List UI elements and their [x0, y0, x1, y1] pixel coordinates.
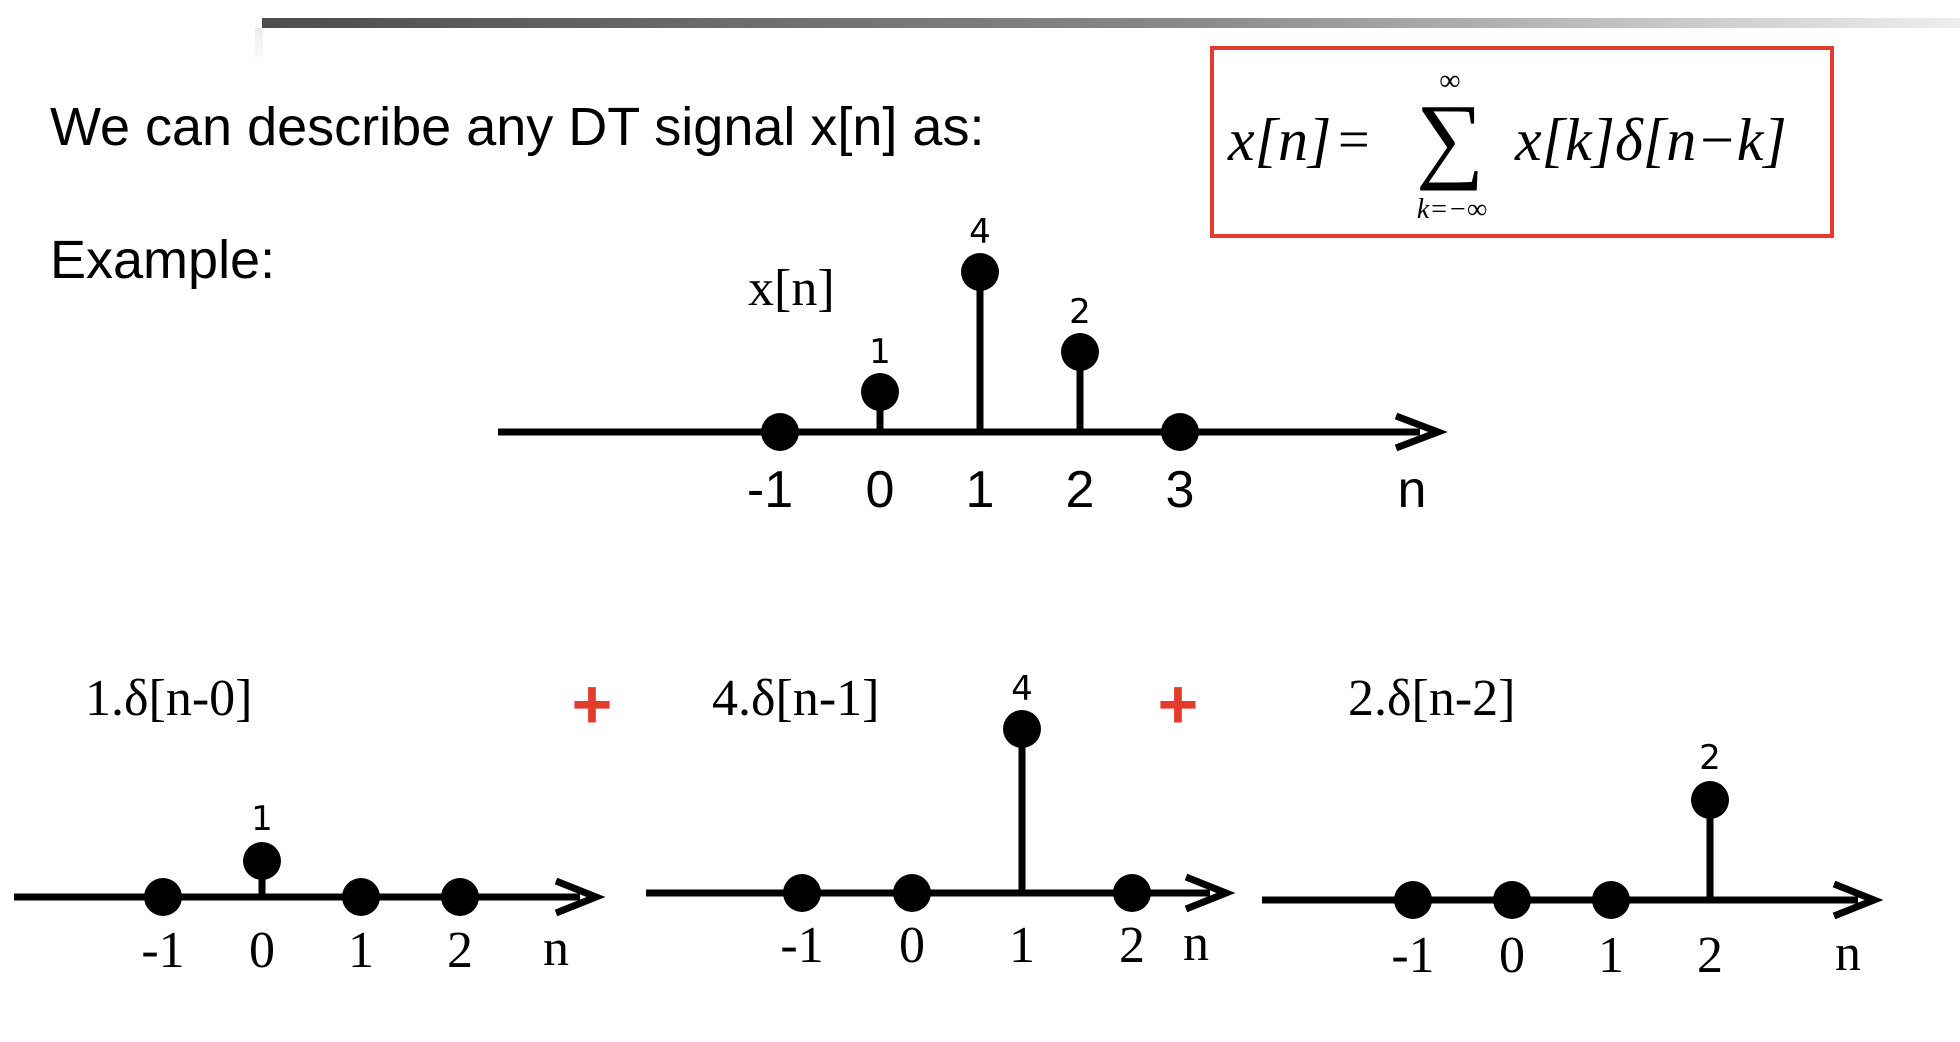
main-plot-point-3: [1061, 333, 1099, 371]
formula-summand: x[k]δ[n−k]: [1514, 107, 1787, 173]
sub-plot-1-point-3: [441, 878, 479, 916]
sub-plot-1-tick-label-0: -1: [141, 922, 184, 979]
sub-plot-1-title: 1.δ[n-0]: [85, 670, 252, 727]
sub-plot-3-axis-arrow: [1832, 880, 1884, 920]
sub-plot-3-point-1: [1493, 881, 1531, 919]
formula-sum-symbol: ∑: [1416, 84, 1484, 191]
main-plot-point-4: [1161, 413, 1199, 451]
main-plot-tick-label-4: 3: [1166, 461, 1195, 519]
sub-plot-3-tick-label-3: 2: [1697, 927, 1723, 984]
main-plot-tick-label-0: -1: [747, 461, 793, 519]
sub-plot-1-point-1: [243, 842, 281, 880]
formula-lower-limit: k=−∞: [1417, 194, 1487, 225]
sub-plot-3-tick-label-2: 1: [1598, 927, 1624, 984]
sub-plot-2-point-0: [783, 874, 821, 912]
main-plot-value-label-1: 1: [869, 332, 891, 372]
main-plot-point-1: [861, 373, 899, 411]
sub-plot-2-tick-label-1: 0: [899, 917, 925, 974]
sub-plot-2-axis-arrow: [1184, 873, 1236, 913]
main-plot-value-label-2: 4: [969, 212, 991, 252]
header-rule-shadow: [255, 28, 263, 68]
main-plot-tick-label-3: 2: [1066, 461, 1095, 519]
sub-plot-2-title: 4.δ[n-1]: [712, 670, 879, 727]
formula-lhs: x[n]: [1227, 107, 1331, 173]
intro-text: We can describe any DT signal x[n] as:: [50, 97, 984, 157]
sub-plot-2-point-2: [1003, 710, 1041, 748]
sub-plot-3-title: 2.δ[n-2]: [1348, 670, 1515, 727]
sub-plot-2-point-1: [893, 874, 931, 912]
main-plot-stems: 1 4 2: [761, 212, 1199, 451]
sub-plot-1-stems: 1: [144, 799, 479, 916]
sub-plot-1: 1.δ[n-0] n 1 -1 0 1 2: [14, 670, 606, 979]
plus-sign-1: +: [572, 665, 613, 743]
plus-sign-2: +: [1158, 665, 1199, 743]
main-plot-point-2: [961, 253, 999, 291]
sub-plot-1-value-label-1: 1: [251, 799, 273, 839]
sub-plot-3-stems: 2: [1394, 738, 1729, 919]
main-plot-ticks: -1 0 1 2 3: [747, 461, 1195, 519]
sub-plot-3: 2.δ[n-2] n 2 -1 0 1 2: [1262, 670, 1884, 984]
header-rule: [262, 18, 1960, 28]
sub-plot-1-ticks: -1 0 1 2: [141, 922, 473, 979]
sub-plot-3-value-label-3: 2: [1699, 738, 1721, 778]
sub-plot-2-tick-label-0: -1: [780, 917, 823, 974]
formula-upper-limit: ∞: [1439, 64, 1460, 97]
main-plot-axis-arrow: [1394, 412, 1448, 452]
sub-plot-2-point-3: [1113, 874, 1151, 912]
main-plot-tick-label-2: 1: [966, 461, 995, 519]
sub-plot-2-axis-label: n: [1183, 915, 1209, 972]
main-plot-tick-label-1: 0: [866, 461, 895, 519]
sub-plot-3-axis-label: n: [1835, 925, 1861, 982]
sub-plot-2-stems: 4: [783, 669, 1151, 912]
sub-plot-3-tick-label-0: -1: [1391, 927, 1434, 984]
sub-plot-1-tick-label-1: 0: [249, 922, 275, 979]
sub-plot-1-tick-label-2: 1: [348, 922, 374, 979]
sub-plot-2: 4.δ[n-1] n 4 -1 0 1 2: [646, 669, 1236, 974]
sub-plot-3-point-3: [1691, 781, 1729, 819]
sub-plot-3-ticks: -1 0 1 2: [1391, 927, 1723, 984]
sub-plot-2-tick-label-2: 1: [1009, 917, 1035, 974]
sub-plot-1-axis-label: n: [543, 920, 569, 977]
sub-plot-2-tick-label-3: 2: [1119, 917, 1145, 974]
formula-equals: =: [1338, 109, 1370, 171]
formula-box-border: [1210, 46, 1834, 238]
sub-plot-1-point-0: [144, 878, 182, 916]
sub-plot-2-ticks: -1 0 1 2: [780, 917, 1145, 974]
sub-plot-2-value-label-2: 4: [1011, 669, 1033, 709]
formula-box: x[n] = ∞ ∑ k=−∞ x[k]δ[n−k]: [1210, 46, 1834, 238]
example-label: Example:: [50, 230, 275, 290]
sub-plot-1-tick-label-3: 2: [447, 922, 473, 979]
main-plot-axis-label: n: [1398, 461, 1427, 519]
sub-plot-3-tick-label-1: 0: [1499, 927, 1525, 984]
sub-plot-3-point-0: [1394, 881, 1432, 919]
sub-plot-1-point-2: [342, 878, 380, 916]
sub-plot-3-point-2: [1592, 881, 1630, 919]
main-plot-value-label-3: 2: [1069, 292, 1091, 332]
main-plot: x[n] n 1 4 2 -1 0 1 2 3: [498, 212, 1448, 519]
sub-plot-1-axis-arrow: [554, 877, 606, 917]
main-plot-point-0: [761, 413, 799, 451]
main-plot-title: x[n]: [748, 260, 835, 317]
